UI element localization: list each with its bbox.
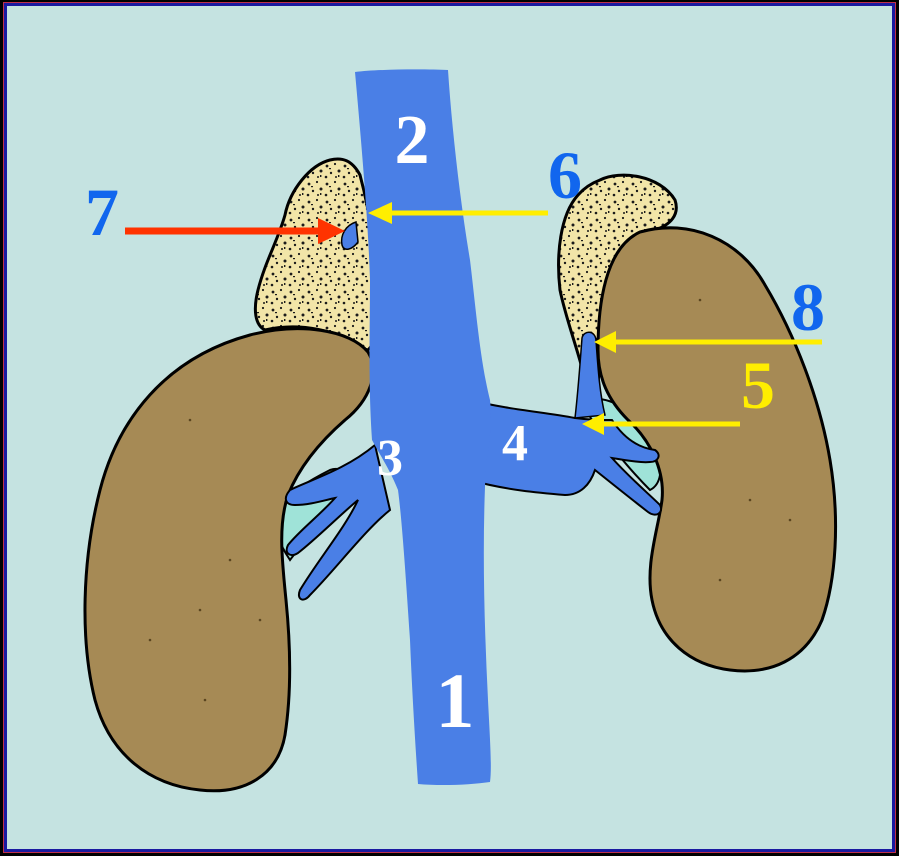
label-1: 1 bbox=[436, 657, 475, 744]
label-7: 7 bbox=[85, 174, 119, 250]
label-3: 3 bbox=[377, 430, 403, 487]
right-adrenal-gland bbox=[255, 159, 378, 351]
label-5: 5 bbox=[741, 347, 775, 423]
label-4: 4 bbox=[502, 415, 528, 472]
label-8: 8 bbox=[791, 269, 825, 345]
label-2: 2 bbox=[395, 102, 430, 179]
label-6: 6 bbox=[548, 137, 582, 213]
